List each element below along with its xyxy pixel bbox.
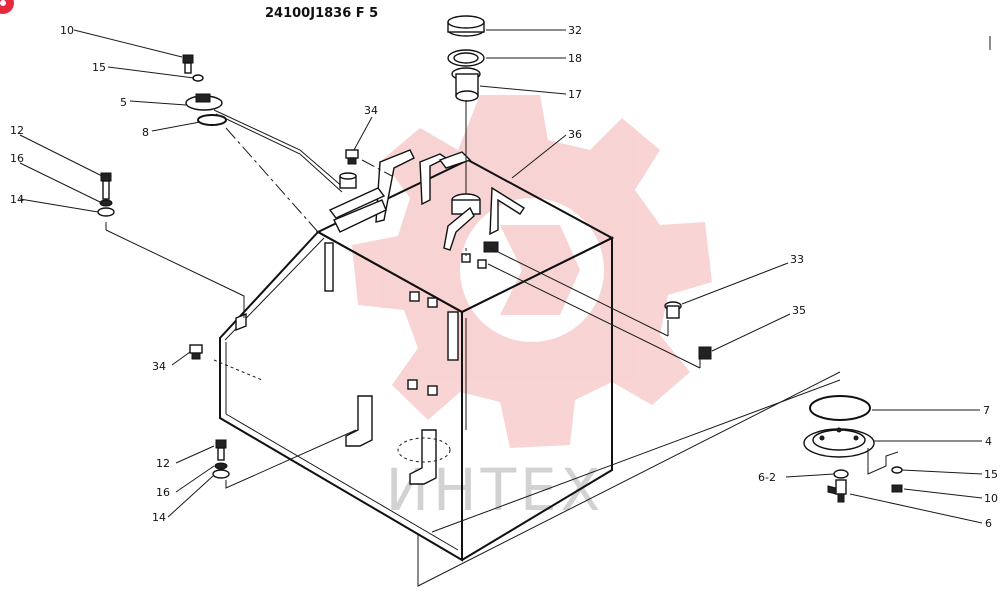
tank-window-c [407, 379, 418, 390]
callout-32: 32 [568, 24, 582, 37]
corner-badge-dot [0, 0, 6, 6]
top-bracket-d [443, 206, 475, 251]
part-33-plug [664, 301, 682, 319]
sender-tube-2 [215, 113, 343, 193]
assy-line-33 [489, 247, 669, 337]
part-7-oring-b [809, 395, 871, 421]
top-bracket-b [419, 153, 448, 206]
drawing-title: 24100J1836 F 5 [265, 6, 378, 21]
callout-35: 35 [792, 304, 806, 317]
part-34-plug-a [345, 149, 359, 165]
callout-5: 5 [120, 96, 127, 109]
tank-drain-outline [397, 437, 451, 463]
top-bracket-e [489, 186, 525, 236]
assy-line-plug-top [361, 159, 393, 177]
watermark-gear [352, 95, 712, 448]
callout-17: 17 [568, 88, 582, 101]
sender-float [339, 172, 357, 189]
part-34-plug-b [189, 344, 203, 360]
watermark-text: ИНТЕХ [386, 456, 605, 524]
callout-6: 6 [985, 517, 992, 530]
assy-line-bolt-a-path [105, 229, 245, 318]
watermark-gear-logo [352, 95, 712, 448]
sender-strip [328, 187, 386, 219]
callout-7: 7 [983, 404, 990, 417]
part-12-bolt-a [100, 172, 112, 200]
drain-assy-lower [431, 379, 841, 533]
tank-right-face [461, 236, 613, 561]
part-15-washer-b [891, 466, 903, 474]
tank-window-d [427, 385, 438, 396]
part-35-nut [698, 346, 712, 360]
part-8-oring-a [197, 114, 227, 126]
part-6-drain-valve [827, 479, 847, 503]
part-4-plate [803, 427, 875, 458]
callout-8: 8 [142, 126, 149, 139]
part-10-screw-b [891, 484, 903, 493]
callout-16-bottom: 16 [156, 486, 170, 499]
drain-assy-frame [417, 371, 841, 587]
part-32-cap [447, 15, 485, 37]
watermark-inner-mark [500, 225, 580, 315]
assy-line-plug-left [213, 359, 263, 381]
callout-34-top: 34 [364, 104, 378, 117]
part-16-lockwasher-a [99, 199, 113, 207]
callout-10-right: 10 [984, 492, 998, 505]
callout-33: 33 [790, 253, 804, 266]
sender-tube [213, 109, 345, 189]
tank-foot-right [409, 429, 437, 485]
callout-leaders [19, 29, 983, 524]
callout-34-left: 34 [152, 360, 166, 373]
callout-4: 4 [985, 435, 992, 448]
part-10-screw-a [182, 54, 194, 74]
part-17-strainer [451, 67, 481, 102]
callout-10-top: 10 [60, 24, 74, 37]
assy-line-bolt-b-path [225, 429, 357, 489]
top-bracket-c [438, 151, 472, 169]
assy-line-sender [225, 127, 319, 233]
fitting-nut [483, 241, 499, 253]
callout-6-2: 6-2 [758, 471, 776, 484]
callout-12-top: 12 [10, 124, 24, 137]
tank-bracket-left-top [324, 242, 334, 292]
part-14-washer-b [212, 469, 230, 479]
tank-bracket-left-mid [447, 311, 459, 361]
top-bracket-a [375, 149, 415, 223]
fuel-tank [219, 149, 615, 562]
part-15-washer-a [192, 74, 204, 82]
part-16-lockwasher-b [214, 462, 228, 470]
part-18-gasket [447, 49, 485, 67]
callout-15-right: 15 [984, 468, 998, 481]
drain-assy-washer-link [867, 448, 899, 475]
tank-window-a [409, 291, 420, 302]
fitting-small-b [477, 259, 487, 269]
tank-bottom-edge [225, 413, 459, 551]
tank-foot-left [345, 395, 373, 447]
part-6-2-washer [833, 469, 849, 479]
tank-window-b [427, 297, 438, 308]
watermark-gear-hole [460, 198, 604, 342]
callout-18: 18 [568, 52, 582, 65]
sender-strip-lower [333, 199, 387, 233]
callout-12-bottom: 12 [156, 457, 170, 470]
callout-16-top: 16 [10, 152, 24, 165]
part-14-washer-a [97, 207, 115, 217]
assy-line-35 [487, 263, 701, 369]
callout-15-top: 15 [92, 61, 106, 74]
callout-14-bottom: 14 [152, 511, 166, 524]
part-12-bolt-b [215, 439, 227, 461]
part-5-sender-flange [185, 93, 223, 111]
callout-36: 36 [568, 128, 582, 141]
callout-14-top: 14 [10, 193, 24, 206]
